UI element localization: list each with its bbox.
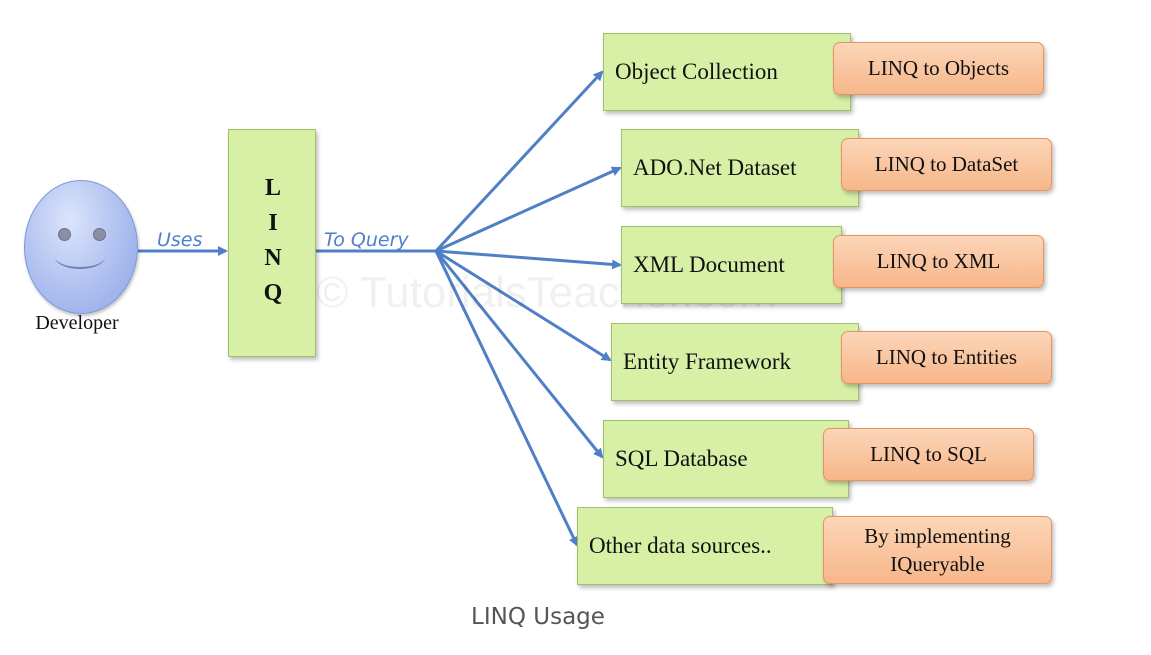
arrow-to-entity-framework — [435, 249, 612, 362]
linq-letter-q: Q — [263, 280, 283, 306]
linq-letter-n: N — [264, 245, 282, 271]
entity-framework-label: Entity Framework — [623, 349, 791, 374]
object-collection-label: Object Collection — [615, 59, 778, 84]
figure-caption: LINQ Usage — [471, 604, 605, 630]
object-collection-box: Object Collection — [603, 33, 851, 111]
linq-to-sql-label: LINQ to SQL — [870, 442, 987, 466]
linq-to-entities-box: LINQ to Entities — [841, 331, 1052, 384]
linq-to-dataset-box: LINQ to DataSet — [841, 138, 1052, 191]
developer-smiley-icon — [24, 180, 138, 314]
to-query-label: To Query — [324, 229, 409, 251]
linq-to-xml-box: LINQ to XML — [833, 235, 1044, 288]
linq-to-objects-box: LINQ to Objects — [833, 42, 1044, 95]
linq-letter-i: I — [268, 210, 278, 236]
linq-to-objects-label: LINQ to Objects — [867, 56, 1010, 80]
linq-to-entities-label: LINQ to Entities — [875, 345, 1018, 369]
arrow-to-other-data-sources — [434, 250, 579, 547]
by-implementing-label: By implementing — [864, 524, 1011, 548]
developer-label: Developer — [35, 312, 119, 334]
ado-net-dataset-label: ADO.Net Dataset — [633, 155, 797, 180]
right-eye — [93, 228, 106, 241]
left-eye — [58, 228, 71, 241]
other-data-sources-box: Other data sources.. — [577, 507, 833, 585]
linq-to-xml-label: LINQ to XML — [876, 249, 1001, 273]
linq-letter-l: L — [264, 175, 281, 201]
xml-document-box: XML Document — [621, 226, 842, 304]
arrow-to-xml-document — [435, 249, 622, 270]
linq-to-sql-box: LINQ to SQL — [823, 428, 1034, 481]
arrow-to-object-collection — [434, 70, 604, 253]
linq-box: L I N Q — [228, 129, 316, 357]
sql-database-label: SQL Database — [615, 446, 748, 471]
linq-to-dataset-label: LINQ to DataSet — [874, 152, 1019, 176]
ado-net-dataset-box: ADO.Net Dataset — [621, 129, 859, 207]
arrow-to-ado-net-dataset — [435, 166, 622, 253]
arrow-to-sql-database — [434, 250, 604, 459]
other-data-sources-label: Other data sources.. — [589, 533, 772, 558]
smile — [55, 243, 105, 269]
xml-document-label: XML Document — [633, 252, 785, 277]
uses-label: Uses — [157, 229, 203, 251]
by-implementing-iqueryable-box: By implementing IQueryable — [823, 516, 1052, 584]
entity-framework-box: Entity Framework — [611, 323, 859, 401]
sql-database-box: SQL Database — [603, 420, 849, 498]
iqueryable-label: IQueryable — [890, 552, 985, 576]
